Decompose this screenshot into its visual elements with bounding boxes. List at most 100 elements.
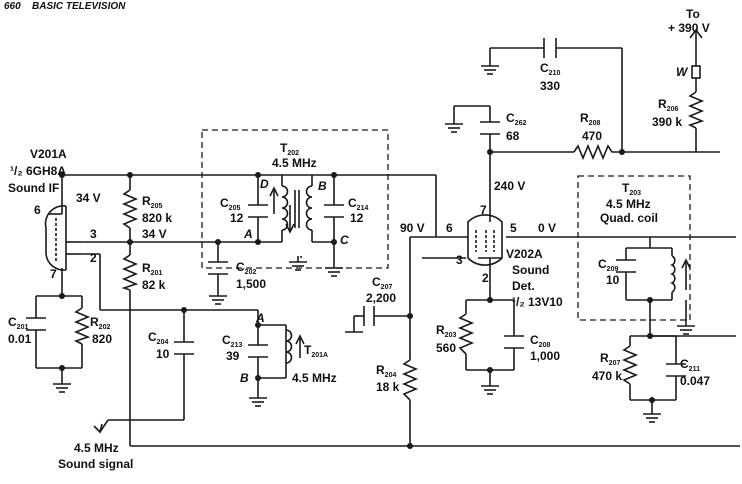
c213-value: 39 <box>226 349 240 363</box>
t202-shield-box <box>201 129 389 269</box>
v201a-tube-icon <box>44 200 82 271</box>
c209-capacitor-icon <box>616 259 636 273</box>
t201a-label: T201A <box>304 343 328 359</box>
r202-value: 820 <box>92 332 112 346</box>
r206-ref: R206 <box>658 97 678 113</box>
c201-value: 0.01 <box>8 332 32 346</box>
c201-ref: C201 <box>8 315 28 331</box>
r202-ref: R202 <box>90 315 110 331</box>
t202-term-d: D <box>260 177 269 191</box>
r201-resistor-icon <box>121 254 139 291</box>
t202-label: T202 <box>280 141 299 157</box>
ground-icon <box>480 379 500 395</box>
t201a-term-a: A <box>255 311 265 325</box>
t201a-coil-icon <box>285 329 293 364</box>
c209-ref: C209 <box>598 257 618 273</box>
w-terminal-label: W <box>676 65 689 79</box>
v201a-screen-voltage: 34 V <box>142 227 167 241</box>
c205-value: 12 <box>230 211 244 225</box>
v201a-pin-cathode: 7 <box>50 267 57 281</box>
c205-capacitor-icon <box>248 204 268 218</box>
ground-icon <box>444 117 464 133</box>
v201a-function: Sound IF <box>8 181 59 195</box>
ground-icon <box>676 319 696 335</box>
v202a-grid-voltage: 90 V <box>400 221 425 235</box>
c204-value: 10 <box>156 347 170 361</box>
r204-resistor-icon <box>401 359 419 401</box>
r201-ref: R201 <box>142 261 162 277</box>
ground-icon <box>480 59 500 75</box>
c208-capacitor-icon <box>504 335 524 349</box>
r204-ref: R204 <box>376 363 396 379</box>
c202-ref: C202 <box>236 260 256 276</box>
ground-icon <box>248 391 268 407</box>
v201a-pin-screen: 3 <box>90 227 97 241</box>
t202-primary-coil-icon <box>281 185 289 231</box>
v202a-tube-icon <box>467 205 503 270</box>
v202a-type: ¹/₂ 13V10 <box>512 295 563 309</box>
t203-freq: 4.5 MHz <box>606 197 651 211</box>
c201-capacitor-icon <box>26 317 46 331</box>
c207-value: 2,200 <box>366 291 396 305</box>
v201a-type: ¹/₂ 6GH8A <box>10 164 66 178</box>
r206-resistor-icon <box>687 91 705 129</box>
t203-desc: Quad. coil <box>600 211 658 225</box>
input-arrow-icon <box>93 423 103 434</box>
input-freq-label: 4.5 MHz <box>74 441 119 455</box>
input-signal-label: Sound signal <box>58 457 133 471</box>
wiring <box>35 30 740 447</box>
r205-value: 820 k <box>142 211 172 225</box>
v201a-plate-voltage: 34 V <box>76 191 101 205</box>
r206-value: 390 k <box>652 115 682 129</box>
r203-resistor-icon <box>457 313 475 355</box>
c214-ref: C214 <box>348 196 368 212</box>
junction-dots <box>59 149 655 449</box>
v202a-ref: V202A <box>506 247 543 261</box>
c262-capacitor-icon <box>480 121 500 135</box>
c208-ref: C208 <box>530 333 550 349</box>
c210-value: 330 <box>540 79 560 93</box>
c211-value: 0.047 <box>680 374 710 388</box>
r207-ref: R207 <box>600 351 620 367</box>
c204-capacitor-icon <box>174 341 194 355</box>
t202-term-a: A <box>243 227 253 241</box>
coils <box>269 185 691 364</box>
r203-value: 560 <box>436 341 456 355</box>
c211-capacitor-icon <box>666 363 686 377</box>
capacitors <box>26 38 686 377</box>
t202-freq: 4.5 MHz <box>272 156 317 170</box>
page-number: 660 <box>4 1 21 12</box>
c211-ref: C211 <box>680 357 700 373</box>
r208-resistor-icon <box>573 143 616 161</box>
v202a-function2: Det. <box>512 279 535 293</box>
c207-ref: C207 <box>372 275 392 291</box>
supply-voltage-label: + 390 V <box>668 21 710 35</box>
t203-coil-icon <box>670 255 676 293</box>
ground-symbols <box>52 59 696 423</box>
resistors <box>73 91 705 401</box>
w-terminal-icon <box>691 65 701 79</box>
c262-ref: C262 <box>506 111 526 127</box>
c214-capacitor-icon <box>324 204 344 218</box>
t203-label: T203 <box>622 181 641 197</box>
ground-icon <box>324 261 344 277</box>
r205-ref: R205 <box>142 194 162 210</box>
v202a-pin-g1: 3 <box>456 253 463 267</box>
r208-value: 470 <box>582 129 602 143</box>
r201-value: 82 k <box>142 278 166 292</box>
r207-value: 470 k <box>592 369 622 383</box>
c208-value: 1,000 <box>530 349 560 363</box>
c213-ref: C213 <box>222 333 242 349</box>
book-title: BASIC TELEVISION <box>32 1 126 12</box>
c202-capacitor-icon <box>208 261 228 275</box>
t201a-term-b: B <box>240 371 249 385</box>
v201a-ref: V201A <box>30 147 67 161</box>
v202a-pin-quad: 5 <box>510 221 517 235</box>
supply-to-label: To <box>686 7 700 21</box>
t202-term-b: B <box>318 179 327 193</box>
v202a-quad-voltage: 0 V <box>538 221 556 235</box>
ground-icon <box>52 377 72 393</box>
component-labels: C201 0.01 R202 820 R205 820 k R201 82 k … <box>8 61 710 394</box>
r204-value: 18 k <box>376 380 400 394</box>
